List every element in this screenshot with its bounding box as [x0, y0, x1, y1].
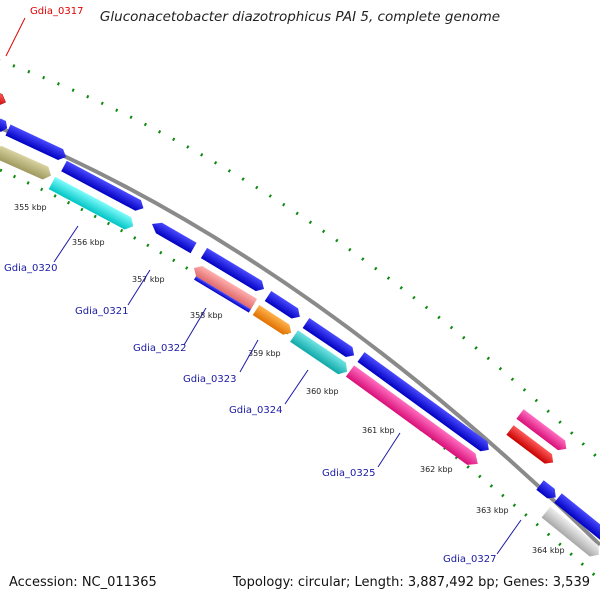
gene-arrow-blue-5 — [200, 247, 265, 292]
gene-arrow-blue-2 — [5, 124, 67, 160]
inner-tick-ring — [0, 168, 600, 582]
gene-arrow-orange — [252, 304, 292, 335]
gene-arrow-magenta — [345, 365, 478, 465]
gene-arrow-khaki — [0, 145, 51, 180]
gene-label-gdia-0327: Gdia_0327 — [443, 554, 496, 565]
gene-labels: Gdia_0317 Gdia_0320 Gdia_0321 Gdia_0322 … — [4, 6, 496, 565]
kbp-tick-label: 364 kbp — [532, 546, 565, 555]
leader-gdia-0320 — [53, 225, 79, 263]
kbp-tick-label: 363 kbp — [476, 506, 509, 515]
gene-label-gdia-0321: Gdia_0321 — [75, 306, 128, 317]
gene-label-gdia-0322: Gdia_0322 — [133, 343, 186, 354]
gene-arrow-cyan — [48, 176, 134, 230]
gene-arrow-blue-8 — [357, 352, 489, 452]
gene-label-gdia-0323: Gdia_0323 — [183, 374, 236, 385]
kbp-tick-labels: 355 kbp 356 kbp 357 kbp 358 kbp 359 kbp … — [14, 203, 565, 555]
gene-arrow-blue-4 — [152, 222, 197, 254]
kbp-tick-label: 362 kbp — [420, 465, 453, 474]
gene-arrow-blue-6 — [264, 290, 300, 319]
kbp-tick-label: 359 kbp — [248, 349, 281, 358]
gene-arrow-red-0317 — [0, 90, 6, 106]
leader-gdia-0317 — [5, 17, 26, 57]
gene-label-gdia-0320: Gdia_0320 — [4, 263, 57, 274]
kbp-tick-label: 358 kbp — [190, 311, 223, 320]
leader-gdia-0324 — [284, 369, 309, 405]
gene-label-gdia-0324: Gdia_0324 — [229, 405, 282, 416]
genome-summary-label: Topology: circular; Length: 3,887,492 bp… — [232, 575, 590, 590]
gene-arrow-salmon — [193, 265, 258, 313]
gene-arrow-silver — [541, 506, 599, 557]
kbp-tick-label: 355 kbp — [14, 203, 47, 212]
kbp-tick-label: 361 kbp — [362, 426, 395, 435]
gene-arrow-red-outer — [506, 425, 554, 464]
kbp-tick-label: 356 kbp — [72, 238, 105, 247]
gene-arrow-magenta-outer — [516, 409, 567, 451]
gene-arrow-blue-7 — [302, 318, 355, 358]
gene-arrow-blue-1 — [0, 118, 8, 132]
gene-label-gdia-0317: Gdia_0317 — [30, 6, 83, 17]
leader-gdia-0323 — [239, 339, 259, 373]
gene-arrow-teal — [290, 330, 348, 375]
leader-gdia-0321 — [127, 269, 151, 306]
outer-tick-ring — [0, 59, 600, 462]
gene-arrow-blue-3 — [61, 160, 144, 211]
kbp-tick-label: 360 kbp — [306, 387, 339, 396]
leader-gdia-0325 — [377, 432, 401, 468]
gene-arrow-blue-9 — [536, 480, 556, 499]
map-title: Gluconacetobacter diazotrophicus PAI 5, … — [99, 9, 501, 25]
accession-label: Accession: NC_011365 — [9, 575, 157, 590]
genome-backbone — [0, 126, 600, 547]
leader-gdia-0322 — [183, 307, 207, 346]
gene-label-leaders — [5, 17, 522, 555]
kbp-tick-label: 357 kbp — [132, 275, 165, 284]
leader-gdia-0327 — [496, 519, 522, 555]
gene-label-gdia-0325: Gdia_0325 — [322, 468, 375, 479]
gene-arrow-blue-10 — [554, 493, 600, 541]
